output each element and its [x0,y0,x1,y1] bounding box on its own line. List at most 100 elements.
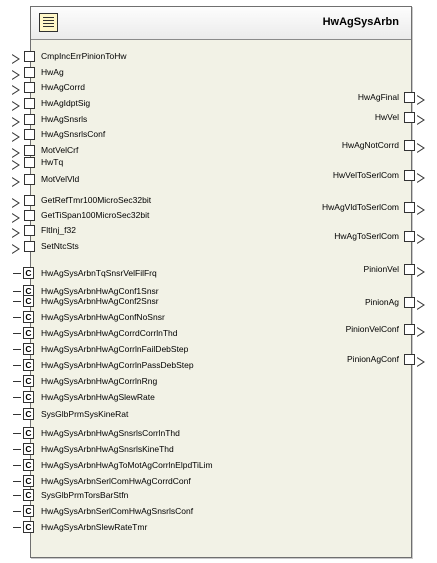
input-port-row[interactable]: FltInj_f32 [0,223,220,238]
output-port[interactable] [404,170,415,181]
calibration-port-icon[interactable]: C [23,505,34,517]
calibration-port-row[interactable]: C HwAgSysArbnSlewRateTmr [0,520,260,534]
calibration-port-icon[interactable]: C [23,408,34,420]
port-arrow-icon [11,98,21,111]
output-port[interactable] [404,92,415,103]
calibration-port-icon[interactable]: C [23,489,34,501]
output-port-row[interactable]: HwVel [280,110,437,125]
component-header: HwAgSysArbn [31,7,411,40]
output-port-row[interactable]: PinionVelConf [280,322,437,337]
calibration-port-label: HwAgSysArbnSerlComHwAgSnsrlsConf [41,506,194,516]
input-port-row[interactable]: HwAgCorrd [0,80,220,95]
calibration-connector-line [13,449,21,450]
input-port-row[interactable]: HwAgSnsrlsConf [0,127,220,142]
input-port[interactable] [24,210,35,221]
input-port-row[interactable]: MotVelCrf [0,143,220,158]
input-port-label: GetTiSpan100MicroSec32bit [41,210,150,220]
calibration-port-icon[interactable]: C [23,475,34,487]
calibration-port-icon[interactable]: C [23,459,34,471]
calibration-port-row[interactable]: C HwAgSysArbnTqSnsrVelFilFrq [0,266,260,280]
component-icon [39,13,58,32]
input-port-row[interactable]: SetNtcSts [0,239,220,254]
input-port[interactable] [24,129,35,140]
output-port[interactable] [404,112,415,123]
output-port[interactable] [404,297,415,308]
calibration-port-icon[interactable]: C [23,267,34,279]
input-port-label: HwAgSnsrls [41,114,88,124]
input-port[interactable] [24,98,35,109]
calibration-port-icon[interactable]: C [23,391,34,403]
calibration-port-icon[interactable]: C [23,327,34,339]
input-port-row[interactable]: HwAg [0,65,220,80]
input-port[interactable] [24,195,35,206]
output-port-row[interactable]: HwAgToSerlCom [280,229,437,244]
input-port-row[interactable]: MotVelVld [0,172,220,187]
input-port-row[interactable]: HwAgSnsrls [0,112,220,127]
input-port[interactable] [24,114,35,125]
port-arrow-icon [416,324,426,337]
port-arrow-icon [416,170,426,183]
input-port[interactable] [24,145,35,156]
input-port[interactable] [24,241,35,252]
input-port[interactable] [24,225,35,236]
input-port[interactable] [24,157,35,168]
calibration-port-icon[interactable]: C [23,443,34,455]
calibration-port-icon[interactable]: C [23,359,34,371]
calibration-port-icon[interactable]: C [23,311,34,323]
input-port[interactable] [24,82,35,93]
output-port-row[interactable]: HwVelToSerlCom [280,168,437,183]
port-arrow-icon [416,264,426,277]
input-port[interactable] [24,51,35,62]
input-port-row[interactable]: GetRefTmr100MicroSec32bit [0,193,220,208]
output-port[interactable] [404,324,415,335]
output-port-row[interactable]: HwAgNotCorrd [280,138,437,153]
input-port[interactable] [24,174,35,185]
input-port-row[interactable]: HwAgIdptSig [0,96,220,111]
input-port-row[interactable]: GetTiSpan100MicroSec32bit [0,208,220,223]
output-port-row[interactable]: PinionAgConf [280,352,437,367]
output-port[interactable] [404,264,415,275]
port-arrow-icon [416,354,426,367]
output-port[interactable] [404,202,415,213]
port-arrow-icon [416,231,426,244]
calibration-connector-line [13,433,21,434]
output-port-row[interactable]: HwAgVldToSerlCom [280,200,437,215]
calibration-port-row[interactable]: C HwAgSysArbnSerlComHwAgSnsrlsConf [0,504,260,518]
calibration-port-icon[interactable]: C [23,521,34,533]
input-port-row[interactable]: CmpIncErrPinionToHw [0,49,220,64]
calibration-port-icon[interactable]: C [23,427,34,439]
calibration-port-label: HwAgSysArbnSlewRateTmr [41,522,148,532]
input-port-row[interactable]: HwTq [0,155,220,170]
output-port[interactable] [404,231,415,242]
output-port-row[interactable]: PinionAg [280,295,437,310]
port-arrow-icon [11,114,21,127]
input-port-label: HwAgCorrd [41,82,85,92]
port-arrow-icon [11,157,21,170]
calibration-connector-line [13,333,21,334]
output-port-row[interactable]: PinionVel [280,262,437,277]
calibration-port-icon[interactable]: C [23,375,34,387]
calibration-port-label: HwAgSysArbnTqSnsrVelFilFrq [41,268,157,278]
component-box[interactable]: HwAgSysArbn [30,6,412,558]
input-port[interactable] [24,67,35,78]
input-port-label: SetNtcSts [41,241,79,251]
port-arrow-icon [11,82,21,95]
output-port-row[interactable]: HwAgFinal [280,90,437,105]
output-port[interactable] [404,140,415,151]
output-port[interactable] [404,354,415,365]
calibration-port-icon[interactable]: C [23,295,34,307]
calibration-port-icon[interactable]: C [23,343,34,355]
